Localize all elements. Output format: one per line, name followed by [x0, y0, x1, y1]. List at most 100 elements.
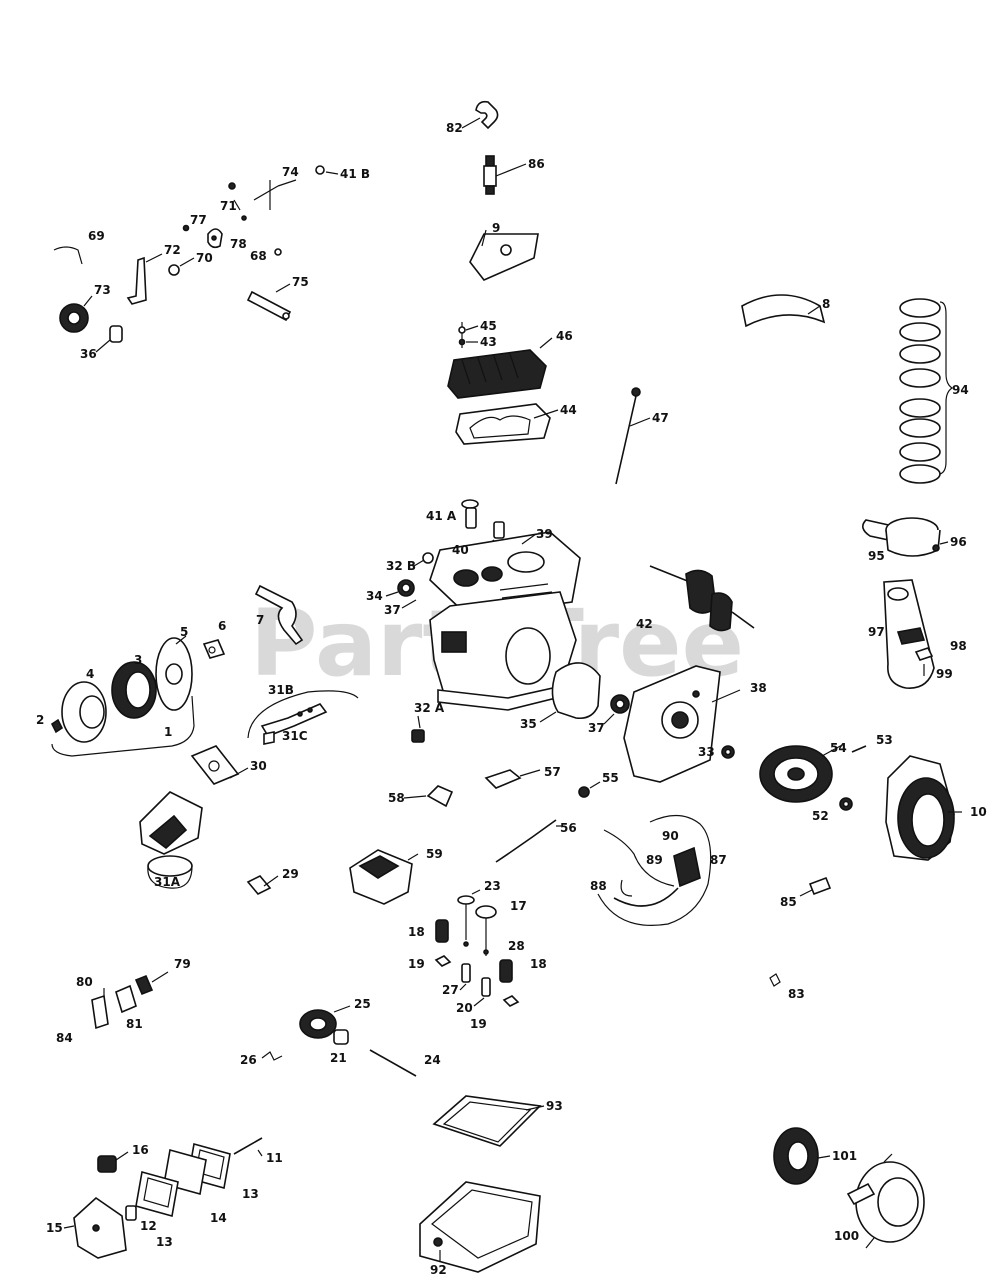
part-32B-seal — [413, 552, 434, 567]
part-97-connecting-rod — [883, 579, 935, 689]
part-38-crankcase-cover — [623, 665, 741, 783]
callout-58: 58 — [388, 791, 405, 805]
callout-88: 88 — [590, 879, 607, 893]
part-75-control-lever — [246, 283, 292, 322]
part-73-governor-gear — [59, 295, 93, 333]
part-101-pulley — [773, 1127, 831, 1185]
callout-13-a: 13 — [242, 1187, 259, 1201]
callout-23: 23 — [484, 879, 501, 893]
part-56-fuel-line — [495, 819, 562, 863]
callout-54: 54 — [830, 741, 847, 755]
part-23-17-valves — [457, 889, 497, 956]
part-70-screw — [168, 257, 195, 276]
part-19-retainer-a — [434, 955, 452, 967]
part-57-plate — [484, 769, 541, 789]
callout-1: 1 — [164, 725, 172, 739]
callout-17: 17 — [510, 899, 527, 913]
part-32A-plug — [411, 715, 425, 743]
part-18-spring-a — [435, 919, 449, 943]
part-35-gasket — [539, 662, 601, 723]
part-2-wing-nut — [50, 718, 64, 734]
part-34-37-seal — [385, 579, 417, 609]
callout-47: 47 — [652, 411, 669, 425]
callout-93: 93 — [546, 1099, 563, 1113]
callout-81: 81 — [126, 1017, 143, 1031]
part-3-filter-element — [111, 661, 157, 719]
callout-97: 97 — [868, 625, 885, 639]
callout-78: 78 — [230, 237, 247, 251]
callout-55: 55 — [602, 771, 619, 785]
callout-100: 100 — [834, 1229, 859, 1243]
part-98-99-bolt — [914, 647, 934, 676]
callout-31B: 31B — [268, 683, 294, 697]
callout-79: 79 — [174, 957, 191, 971]
callout-10: 10 — [970, 805, 987, 819]
part-8-shroud — [741, 294, 826, 328]
callout-25: 25 — [354, 997, 371, 1011]
part-29-fitting — [246, 875, 279, 895]
callout-19-b: 19 — [470, 1017, 487, 1031]
callout-18-a: 18 — [408, 925, 425, 939]
callout-46: 46 — [556, 329, 573, 343]
callout-80: 80 — [76, 975, 93, 989]
callout-8: 8 — [822, 297, 830, 311]
callout-52: 52 — [812, 809, 829, 823]
part-45-43-bolt — [458, 322, 479, 348]
part-13-14-gaskets-plates — [135, 1142, 231, 1218]
callout-24: 24 — [424, 1053, 441, 1067]
part-16-cap — [97, 1151, 129, 1173]
callout-53: 53 — [876, 733, 893, 747]
callout-99: 99 — [936, 667, 953, 681]
part-15-breather-cover — [63, 1196, 127, 1259]
callout-56: 56 — [560, 821, 577, 835]
part-83-pin — [769, 973, 781, 987]
callout-11: 11 — [266, 1151, 283, 1165]
callout-73: 73 — [94, 283, 111, 297]
part-93-gasket — [432, 1095, 545, 1147]
part-58-fitting — [403, 785, 454, 808]
part-39-cylinder-block — [429, 531, 581, 711]
callout-13-b: 13 — [156, 1235, 173, 1249]
callout-21: 21 — [330, 1051, 347, 1065]
part-69-spring — [53, 246, 83, 265]
callout-98: 98 — [950, 639, 967, 653]
part-41B-plug — [315, 165, 339, 175]
callout-86: 86 — [528, 157, 545, 171]
part-30-gasket — [190, 745, 249, 785]
callout-90: 90 — [662, 829, 679, 843]
part-94-piston-rings — [899, 298, 954, 484]
part-79-80-81-84-breather — [91, 971, 169, 1030]
callout-69: 69 — [88, 229, 105, 243]
part-25-cam-gear — [299, 1005, 351, 1045]
callout-2: 2 — [36, 713, 44, 727]
part-59-fuel-pump — [349, 849, 419, 905]
callout-19-a: 19 — [408, 957, 425, 971]
callout-5: 5 — [180, 625, 188, 639]
part-100-starter — [846, 1153, 925, 1249]
callout-71: 71 — [220, 199, 237, 213]
callout-72: 72 — [164, 243, 181, 257]
part-36-sleeve — [95, 325, 123, 353]
part-68-nut — [274, 248, 282, 256]
callout-26: 26 — [240, 1053, 257, 1067]
callout-9: 9 — [492, 221, 500, 235]
callout-3: 3 — [134, 653, 142, 667]
callout-83: 83 — [788, 987, 805, 1001]
callout-30: 30 — [250, 759, 267, 773]
part-31A-carburetor — [139, 791, 203, 889]
callout-15: 15 — [46, 1221, 63, 1235]
callout-37-a: 37 — [384, 603, 401, 617]
callout-68: 68 — [250, 249, 267, 263]
callout-101: 101 — [832, 1149, 857, 1163]
callout-16: 16 — [132, 1143, 149, 1157]
callout-4: 4 — [86, 667, 94, 681]
callout-41A: 41 A — [426, 509, 457, 523]
part-6-gasket — [202, 639, 226, 659]
callout-28: 28 — [508, 939, 525, 953]
callout-85: 85 — [780, 895, 797, 909]
part-47-dipstick — [615, 387, 651, 485]
callout-32A: 32 A — [414, 701, 445, 715]
callout-labels: 82 86 9 8 94 45 43 46 44 47 74 41 B 71 7… — [36, 121, 987, 1277]
callout-44: 44 — [560, 403, 577, 417]
part-4-cover — [61, 681, 107, 743]
